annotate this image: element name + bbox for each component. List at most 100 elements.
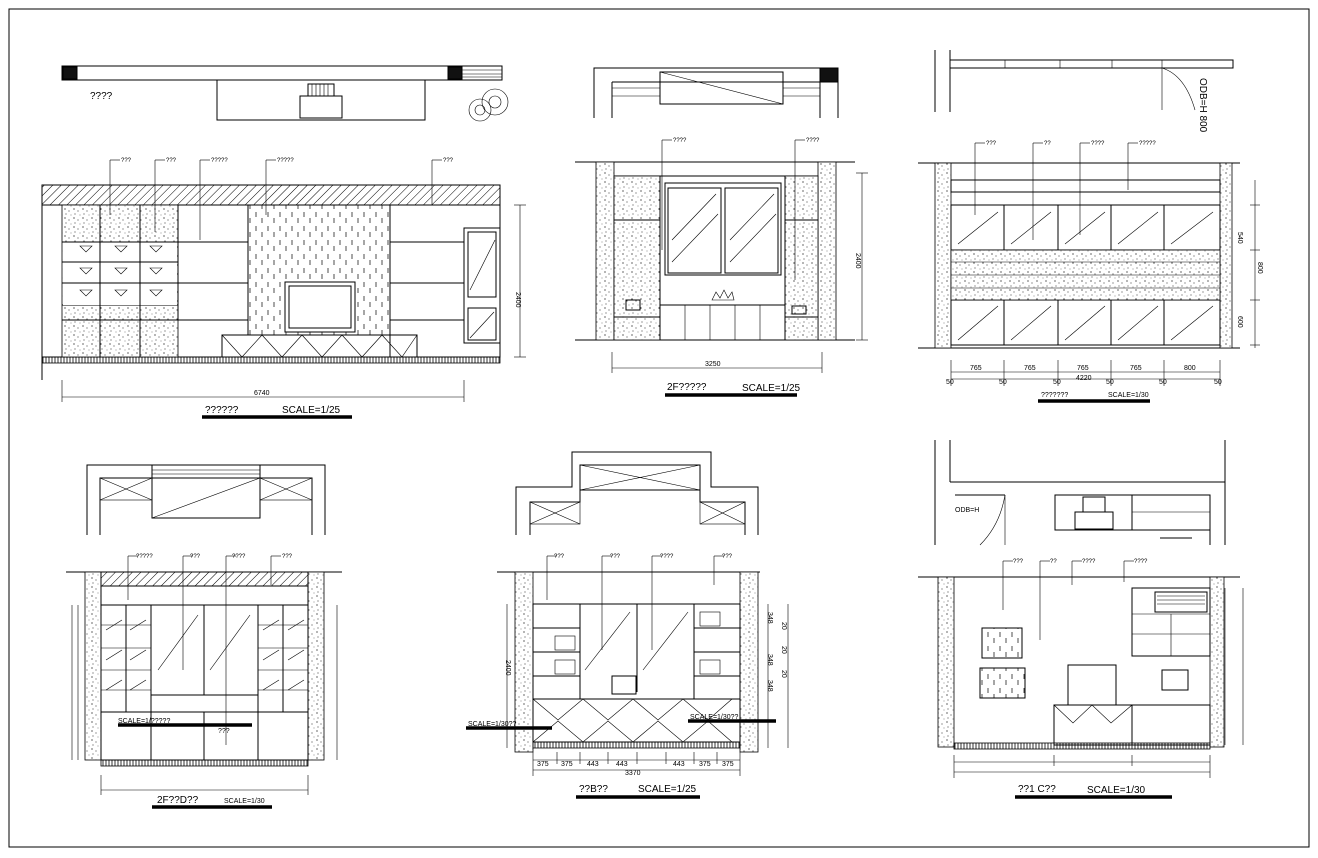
right-scale: SCALE=1/30?? — [690, 714, 739, 721]
monitor — [611, 675, 637, 695]
side-dimension: 348 — [766, 654, 773, 666]
width-dimension: 375 — [722, 761, 734, 768]
elevation-scale: SCALE=1/30 — [1087, 785, 1146, 796]
width-dimension: 800 — [1184, 365, 1196, 372]
callout: ????? — [211, 158, 228, 164]
plan-a-label: ???? — [90, 91, 113, 102]
plan-note: ODB=H — [955, 507, 979, 514]
computer-monitor — [1161, 669, 1189, 691]
left-column — [595, 161, 615, 341]
side-dimension: 20 — [780, 670, 787, 678]
side-dimension: 600 — [1236, 316, 1243, 328]
callout: ??? — [282, 554, 293, 560]
gap-dimension: 50 — [999, 379, 1007, 386]
elevation-caption: ??1 C?? — [1018, 784, 1056, 795]
elevation-e: SCALE=1/30?? SCALE=1/30?? ??? ??? ???? ?… — [466, 451, 789, 799]
elevation-d: SCALE=1/????? ??? ????? ??? ???? ??? 2F?… — [66, 464, 342, 809]
side-dimension: 800 — [1256, 262, 1263, 274]
plan-d — [86, 464, 326, 535]
callout: ??? — [443, 158, 454, 164]
gap-dimension: 50 — [1159, 379, 1167, 386]
plan-e — [515, 451, 759, 535]
callout: ??? — [554, 554, 565, 560]
right-column — [817, 161, 837, 341]
callout: ?? — [1050, 559, 1057, 565]
callout: ??? — [1013, 559, 1024, 565]
side-dimension: 20 — [780, 646, 787, 654]
width-dimension: 443 — [616, 761, 628, 768]
elevation-scale: SCALE=1/30 — [224, 798, 265, 805]
inline-scale: SCALE=1/????? — [118, 718, 170, 725]
width-dimension: 765 — [970, 365, 982, 372]
wall-paintings — [981, 627, 1023, 659]
width-dimension: 443 — [587, 761, 599, 768]
callout: ?? — [1044, 141, 1051, 147]
width-dimension: 6740 — [254, 390, 270, 397]
plan-c — [934, 50, 1234, 112]
width-dimension: 765 — [1077, 365, 1089, 372]
width-dimension: 375 — [561, 761, 573, 768]
sheet-border — [8, 8, 1310, 848]
height-dimension: 2400 — [854, 253, 861, 269]
plan-f — [934, 440, 1226, 546]
width-dimension: 765 — [1024, 365, 1036, 372]
door — [463, 227, 501, 344]
elevation-a: ???? — [41, 65, 526, 419]
tv-set — [1067, 664, 1117, 706]
height-dimension: 2400 — [514, 292, 521, 308]
callout: ??? — [986, 141, 997, 147]
gap-dimension: 50 — [1053, 379, 1061, 386]
callout: ??? — [121, 158, 132, 164]
elevation-caption: ??B?? — [579, 784, 608, 795]
width-dimension: 765 — [1130, 365, 1142, 372]
callout: ????? — [1139, 141, 1156, 147]
callout: ???? — [232, 554, 246, 560]
width-dimension: 443 — [673, 761, 685, 768]
callout: ????? — [277, 158, 294, 164]
elevation-b: ???? ???? 2400 3250 2F????? SCALE=1/25 — [575, 67, 868, 397]
left-scale: SCALE=1/30?? — [468, 721, 517, 728]
elevation-scale: SCALE=1/25 — [638, 784, 697, 795]
total-dimension: 4220 — [1076, 375, 1092, 382]
elevation-caption: 2F????? — [667, 382, 707, 393]
callout: ???? — [673, 138, 687, 144]
total-dimension: 3370 — [625, 770, 641, 777]
plan-b — [593, 67, 839, 118]
callout: ???? — [1082, 559, 1096, 565]
side-dimension: 20 — [780, 622, 787, 630]
callout: ????? — [136, 554, 153, 560]
plan-a — [61, 65, 509, 122]
width-dimension: 375 — [699, 761, 711, 768]
tv — [284, 281, 356, 333]
elevation-scale: SCALE=1/30 — [1108, 392, 1149, 399]
plant-icon — [468, 88, 509, 122]
gap-dimension: 50 — [946, 379, 954, 386]
ceiling-band — [41, 184, 501, 206]
callout: ??? — [190, 554, 201, 560]
width-dimension: 3250 — [705, 361, 721, 368]
elevation-caption: ?????? — [205, 405, 239, 416]
elevation-f: ODB=H ??? ?? ???? ???? — [918, 440, 1244, 799]
callout: ??? — [610, 554, 621, 560]
glass-window — [664, 182, 782, 276]
elevation-c: ODB=H 800 ??? ?? ???? — [918, 50, 1263, 403]
elevation-scale: SCALE=1/25 — [742, 383, 801, 394]
callout: ??? — [722, 554, 733, 560]
inline-note: ??? — [218, 728, 230, 735]
tv-cabinet — [221, 334, 418, 358]
plan-note: ODB=H 800 — [1197, 78, 1208, 133]
callout: ???? — [806, 138, 820, 144]
side-dimension: 540 — [1236, 232, 1243, 244]
side-dimension: 348 — [766, 680, 773, 692]
width-dimension: 375 — [537, 761, 549, 768]
side-dimension: 348 — [766, 612, 773, 624]
gap-dimension: 50 — [1106, 379, 1114, 386]
height-dimension: 2400 — [504, 660, 511, 676]
gap-dimension: 50 — [1214, 379, 1222, 386]
callout: ???? — [660, 554, 674, 560]
elevation-scale: SCALE=1/25 — [282, 405, 341, 416]
elevation-caption: ??????? — [1041, 392, 1068, 399]
elevation-caption: 2F??D?? — [157, 795, 199, 806]
callout: ???? — [1091, 141, 1105, 147]
